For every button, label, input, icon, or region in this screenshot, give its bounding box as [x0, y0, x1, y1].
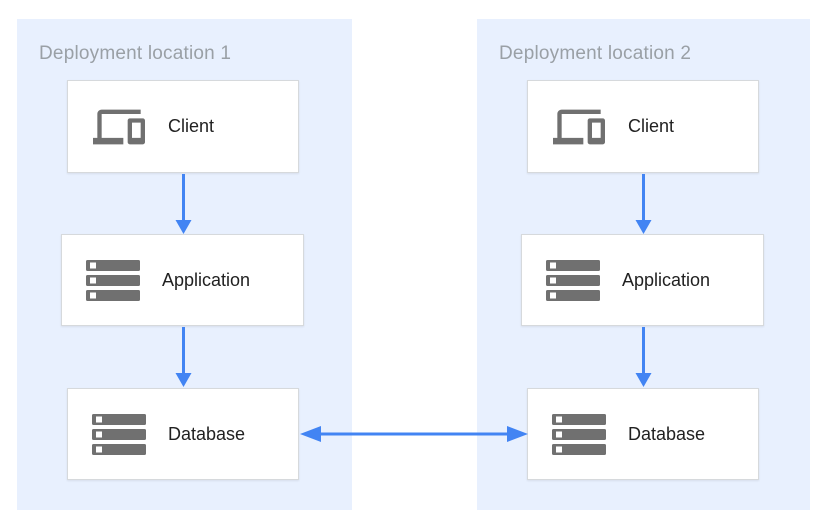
server-stack-icon	[548, 413, 610, 455]
devices-icon	[88, 101, 150, 153]
node-client-location-1: Client	[67, 80, 299, 173]
node-application-location-1: Application	[61, 234, 304, 326]
node-database-location-1: Database	[67, 388, 299, 480]
node-label: Client	[628, 116, 675, 136]
server-stack-icon	[542, 259, 604, 301]
node-application-location-2: Application	[521, 234, 764, 326]
deployment-location-1-title: Deployment location 1	[39, 43, 232, 64]
node-client-location-2: Client	[527, 80, 759, 173]
node-label: Database	[168, 423, 246, 444]
server-stack-icon	[88, 413, 150, 455]
devices-icon	[548, 101, 610, 153]
node-database-location-2: Database	[527, 388, 759, 480]
node-label: Application	[622, 269, 711, 290]
deployment-location-1-panel: Deployment location 1 Client	[17, 19, 352, 510]
server-stack-icon	[82, 259, 144, 301]
node-label: Client	[168, 116, 215, 136]
deployment-location-2-title: Deployment location 2	[499, 43, 692, 64]
node-label: Database	[628, 423, 706, 444]
deployment-location-2-panel: Deployment location 2 Client	[477, 19, 810, 510]
node-label: Application	[162, 269, 251, 290]
